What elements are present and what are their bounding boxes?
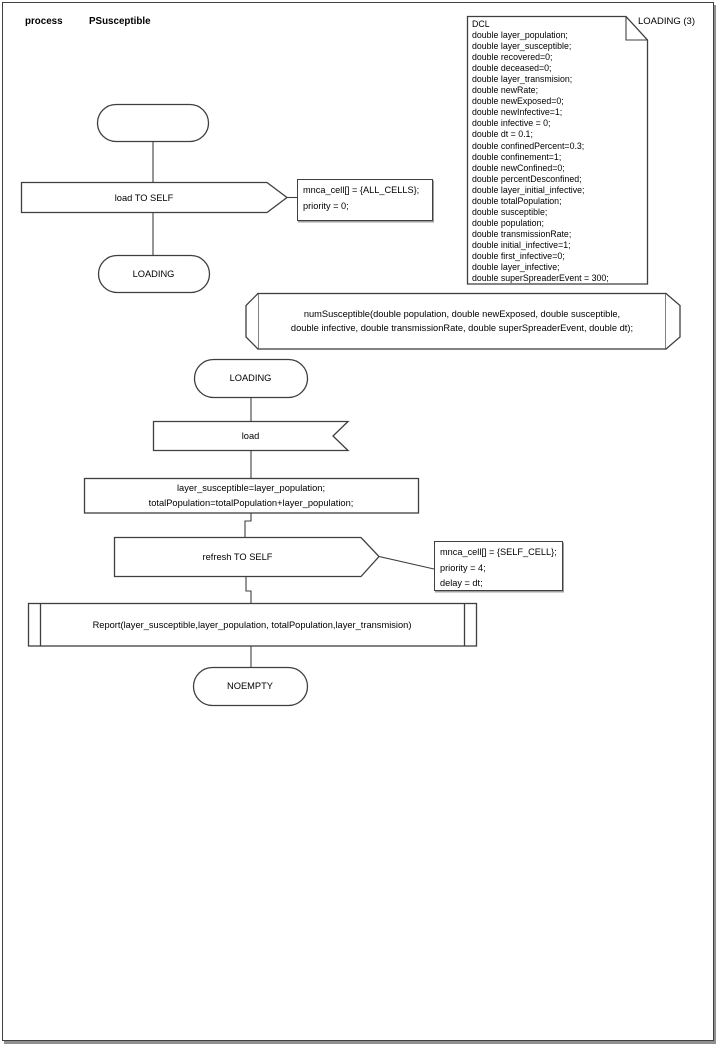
input-symbol-load [152,420,350,452]
output-refresh-to-self-label[interactable]: refresh TO SELF [202,551,273,562]
task-text[interactable]: layer_susceptible=layer_population; tota… [148,483,354,508]
output-symbol-load-to-self [20,181,289,214]
procedure-decl-shape [257,292,667,350]
procedure-decl-right-cap [665,293,681,350]
page-partition-label: LOADING (3) [638,16,696,27]
state-symbol-loading-1 [97,254,211,294]
dcl-note-fold-corner [625,16,648,41]
connector-output-to-proccall [245,576,252,604]
dcl-note-text[interactable]: DCL double layer_population; double laye… [472,19,609,284]
output-load-to-self-label[interactable]: load TO SELF [114,192,174,203]
state-loading-2-label[interactable]: LOADING [229,373,272,383]
comment-refresh-text: mnca_cell[] = {SELF_CELL}; priority = 4;… [440,547,557,588]
comment-load-text: mnca_cell[] = {ALL_CELLS}; priority = 0; [303,185,420,211]
diagram-canvas [20,15,681,707]
comment-link-refresh [378,555,435,570]
start-symbol[interactable] [96,103,210,143]
dcl-note-shape [466,15,649,285]
state-loading-1-label[interactable]: LOADING [132,268,175,279]
output-symbol-refresh-to-self [113,536,380,578]
procedure-decl-left-cap [245,293,259,350]
comment-box-refresh[interactable]: mnca_cell[] = {SELF_CELL}; priority = 4;… [434,541,563,591]
input-load-label[interactable]: load [241,430,260,441]
comment-box-load[interactable]: mnca_cell[] = {ALL_CELLS}; priority = 0; [297,179,433,221]
process-keyword: process [25,16,63,27]
state-symbol-noempty [192,666,309,707]
task-symbol [83,477,420,514]
state-noempty-label[interactable]: NOEMPTY [227,681,273,691]
connector-task-to-output [244,513,252,538]
process-name: PSusceptible [89,16,151,27]
procedure-call-report-label[interactable]: Report(layer_susceptible,layer_populatio… [92,619,412,630]
procedure-decl-text[interactable]: numSusceptible(double population, double… [290,309,634,333]
procedure-call-symbol [27,602,478,647]
